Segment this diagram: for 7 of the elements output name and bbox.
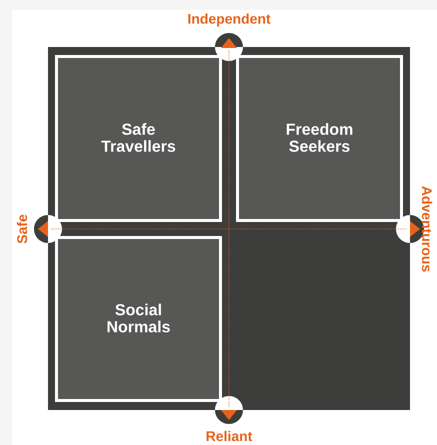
quadrant-box: Social Normals	[55, 236, 222, 402]
axis-label: Reliant	[206, 430, 252, 442]
quadrant-box: Freedom Seekers	[236, 55, 403, 222]
axis-label: Adventurous	[422, 186, 432, 272]
quadrant-box: Safe Travellers	[55, 55, 222, 222]
axis-label: Safe	[16, 214, 28, 244]
axis-label: Independent	[188, 13, 270, 27]
